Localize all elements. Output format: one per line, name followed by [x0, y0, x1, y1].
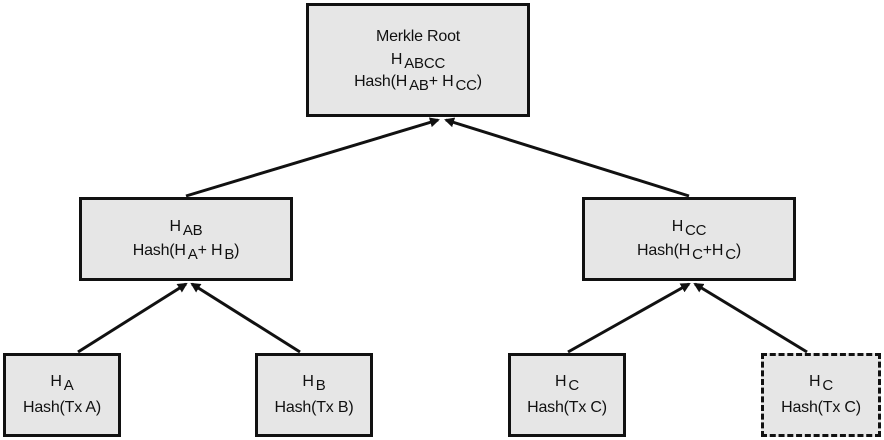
hash-subscript: B [315, 376, 326, 394]
hash-a-formula: Hash(Tx A) [22, 399, 102, 416]
formula-prefix: Hash(H [132, 242, 186, 259]
hash-letter: H [50, 372, 62, 390]
formula-sub1: AB [409, 77, 429, 95]
formula-mid: +H [702, 242, 724, 259]
edge-c2-to-cc [693, 282, 808, 354]
formula-mid: + H [428, 73, 454, 91]
formula-suffix: ) [735, 242, 741, 259]
hash-b-formula: Hash(Tx B) [274, 399, 354, 416]
merkle-root-title: Merkle Root [375, 28, 461, 46]
formula-sub1: A [187, 246, 198, 263]
hash-subscript: CC [685, 221, 707, 239]
formula-prefix: Hash(H [637, 242, 691, 259]
hash-subscript: A [63, 376, 74, 394]
edge-b-to-ab [190, 282, 301, 354]
hash-letter: H [671, 217, 684, 235]
hash-letter: H [169, 217, 182, 235]
hash-letter: H [555, 372, 567, 390]
edge-cc-to-root [444, 117, 690, 198]
hash-c-formula: Hash(Tx C) [527, 399, 607, 416]
formula-prefix: Hash(H [354, 73, 408, 91]
hash-subscript: ABCC [404, 54, 446, 72]
hash-letter: H [390, 50, 403, 68]
hash-subscript: AB [182, 221, 203, 239]
edge-ab-to-root [185, 117, 440, 198]
hash-subscript: C [568, 376, 579, 394]
formula-sub2: C [725, 246, 736, 263]
hash-letter: H [302, 372, 314, 390]
formula-mid: + H [197, 242, 223, 259]
formula-sub2: CC [455, 77, 477, 95]
hash-subscript: C [822, 376, 833, 394]
hash-c-duplicate-formula: Hash(Tx C) [781, 399, 861, 416]
formula-sub1: C [692, 246, 703, 263]
formula-sub2: B [224, 246, 235, 263]
hash-letter: H [809, 372, 821, 390]
formula-suffix: ) [234, 242, 240, 259]
formula-suffix: ) [476, 73, 482, 91]
edge-a-to-ab [77, 282, 188, 354]
edge-c1-to-cc [567, 282, 691, 354]
